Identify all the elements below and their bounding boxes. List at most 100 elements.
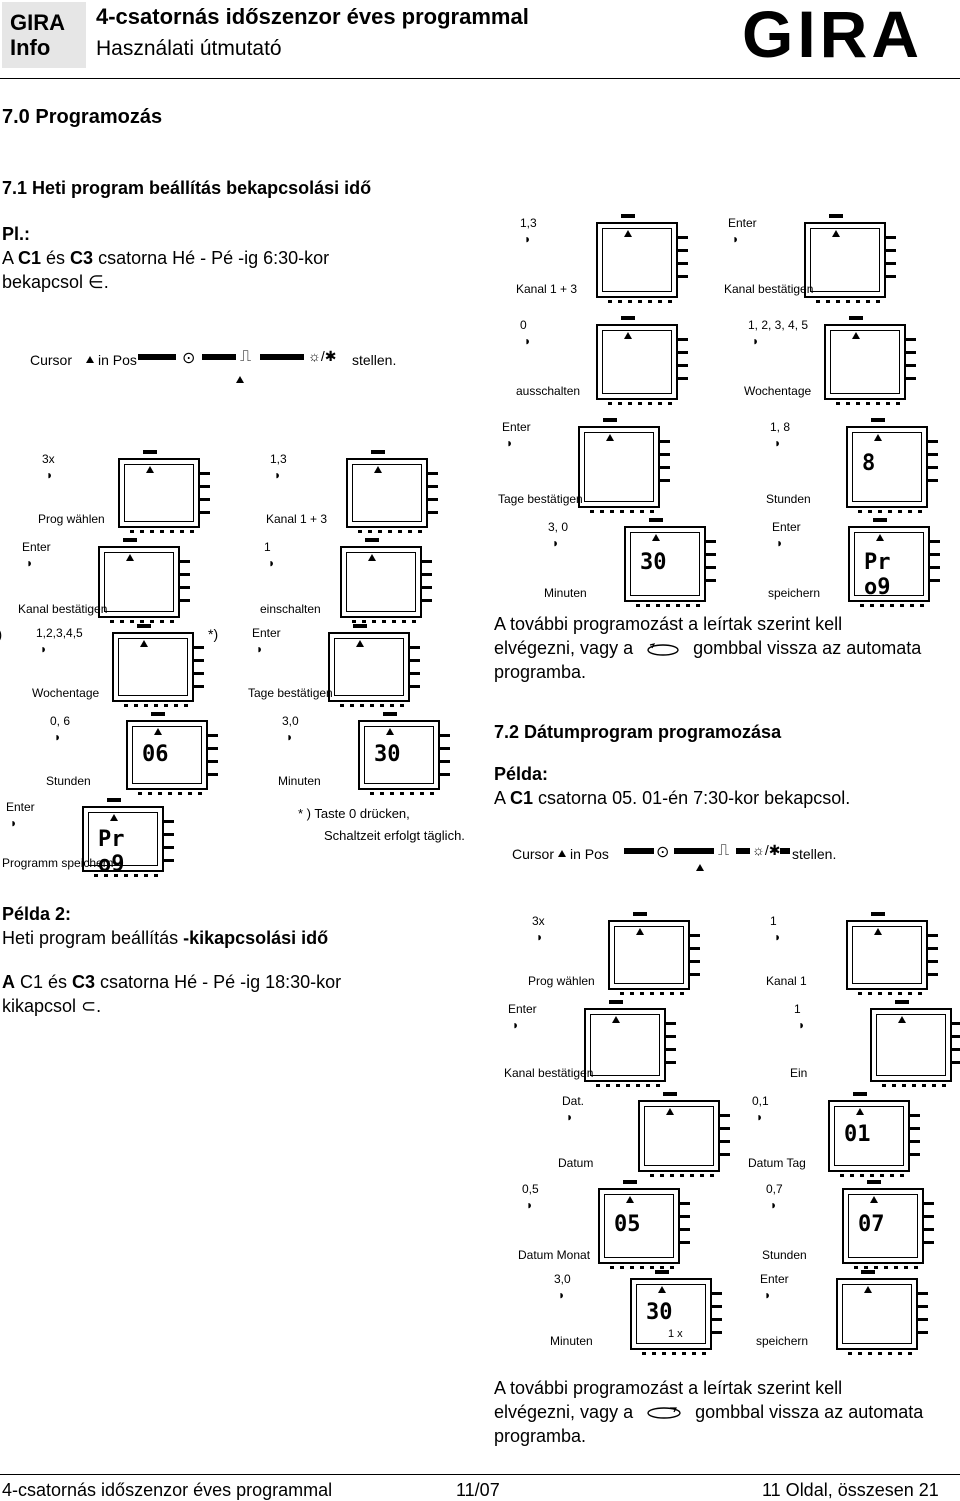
lcd-display <box>98 538 190 623</box>
key-sequence-label: Dat. <box>562 1094 585 1108</box>
key-icon: ◗ <box>256 642 264 656</box>
continue-text-2-line1: A további programozást a leírtak szerint… <box>494 1378 843 1398</box>
step-caption: Programm speichern <box>2 856 114 870</box>
key-icon: ◗ <box>756 1110 764 1124</box>
key-sequence-label: Enter <box>760 1272 789 1286</box>
step-caption: Kanal 1 + 3 <box>266 512 328 526</box>
step-caption: Kanal bestätigen <box>504 1066 594 1080</box>
continue-text-1-line1: A további programozást a leírtak szerint… <box>494 614 843 634</box>
lcd-display: 07 <box>842 1180 934 1269</box>
lcd-display: Pr o9 <box>848 518 940 607</box>
key-icon: ◗ <box>26 556 34 570</box>
lcd-display: 01 <box>828 1092 920 1177</box>
lcd-display: 8 <box>846 418 938 513</box>
lcd-display <box>346 450 438 533</box>
key-icon: ◗ <box>524 334 532 348</box>
footnote-mark: *) <box>0 626 2 642</box>
lcd-display: 05 <box>598 1180 690 1269</box>
pulse-icon: ⎍ <box>240 348 252 365</box>
step-caption: Stunden <box>46 774 91 788</box>
key-icon: ◗ <box>46 468 54 482</box>
lcd-step: Enter◗speichern <box>756 1270 960 1364</box>
footer-page-count: 11 Oldal, összesen 21 <box>762 1480 939 1500</box>
key-icon: ◗ <box>40 642 48 656</box>
lcd-display: 30 <box>358 712 450 795</box>
key-sequence-label: 1 <box>770 914 777 928</box>
lcd-step: 1◗Kanal 1 <box>766 912 960 1004</box>
lcd-display <box>836 1270 928 1355</box>
continue-text-1-line3: programba. <box>494 662 587 682</box>
step-caption: Minuten <box>544 586 587 600</box>
lcd-value: 8 <box>862 451 876 477</box>
key-icon: ◗ <box>506 436 514 450</box>
key-sequence-label: 0,1 <box>752 1094 769 1108</box>
key-sequence-label: 3x <box>532 914 545 928</box>
continue-text-1-line2: elvégezni, vagy a gombbal vissza az auto… <box>494 638 922 658</box>
key-sequence-label: 1,2,3,4,5 <box>36 626 83 640</box>
back-arrow-icon-2 <box>647 1407 681 1419</box>
key-icon: ◗ <box>54 730 62 744</box>
key-icon: ◗ <box>10 816 18 830</box>
key-icon: ◗ <box>274 468 282 482</box>
step-caption: Prog wählen <box>38 512 105 526</box>
key-icon: ◗ <box>774 436 782 450</box>
lcd-step: Enter◗Tage bestätigen <box>498 418 730 522</box>
step-caption: Minuten <box>278 774 321 788</box>
key-sequence-label: 1 <box>794 1002 801 1016</box>
cursor-instruction: Cursor in Pos ⊙ ⎍ ☼/✱ stellen. <box>30 348 450 388</box>
key-sequence-label: 3x <box>42 452 55 466</box>
step-caption: Datum Tag <box>748 1156 806 1170</box>
lcd-step: Dat.◗Datum <box>558 1092 790 1186</box>
step-caption: Kanal 1 + 3 <box>516 282 578 296</box>
key-sequence-label: 0 <box>520 318 527 332</box>
key-sequence-label: 3,0 <box>282 714 299 728</box>
example2-label: Példa 2: <box>2 904 72 924</box>
step-caption: speichern <box>756 1334 809 1348</box>
brand-logo: GIRA <box>742 0 923 71</box>
note-line1: * ) Taste 0 drücken, <box>298 806 410 821</box>
step-caption: Wochentage <box>744 384 812 398</box>
key-sequence-label: Enter <box>508 1002 537 1016</box>
sun-snow-icon: ☼/✱ <box>308 348 337 364</box>
step-caption: Prog wählen <box>528 974 595 988</box>
continue-text-2-line3: programba. <box>494 1426 587 1446</box>
continue-text-2-line2: elvégezni, vagy a gombbal vissza az auto… <box>494 1402 924 1422</box>
step-caption: Minuten <box>550 1334 593 1348</box>
key-icon: ◗ <box>552 536 560 550</box>
example2-line3: kikapcsol ⊂. <box>2 996 102 1016</box>
key-sequence-label: Enter <box>502 420 531 434</box>
key-icon: ◗ <box>776 536 784 550</box>
key-icon: ◗ <box>512 1018 520 1032</box>
key-sequence-label: 1, 8 <box>770 420 791 434</box>
key-icon: ◗ <box>286 730 294 744</box>
step-caption: Tage bestätigen <box>248 686 333 700</box>
lcd-display <box>638 1092 730 1177</box>
lcd-step: Enter ◗ Kanal bestätigen <box>504 1000 736 1096</box>
lcd-step: 1,3◗Kanal 1 + 3 <box>516 214 748 312</box>
cursor-triangle-icon <box>86 356 94 363</box>
step-caption: Ein <box>790 1066 808 1080</box>
key-sequence-label: Enter <box>728 216 757 230</box>
example-72-label: Példa: <box>494 764 549 784</box>
lcd-value: Pr o9 <box>98 826 125 877</box>
lcd-step: Enter◗Kanal bestätigen <box>724 214 956 312</box>
key-sequence-label: 3,0 <box>554 1272 571 1286</box>
footnote-mark: *) <box>208 626 219 642</box>
key-icon: ◗ <box>526 1198 534 1212</box>
key-icon: ◗ <box>524 232 532 246</box>
key-icon: ◗ <box>732 232 740 246</box>
lcd-display <box>804 214 896 303</box>
lcd-display <box>596 214 688 303</box>
lcd-step: 3x ◗ Prog wählen <box>38 450 270 542</box>
lcd-display <box>584 1000 676 1087</box>
step-caption: Kanal 1 <box>766 974 807 988</box>
lcd-value: 06 <box>142 741 169 767</box>
lcd-display <box>596 316 688 405</box>
example2-line2: A C1 és C3 csatorna Hé - Pé -ig 18:30-ko… <box>2 972 342 992</box>
key-icon: ◗ <box>798 1018 806 1032</box>
step-caption: Wochentage <box>32 686 100 700</box>
